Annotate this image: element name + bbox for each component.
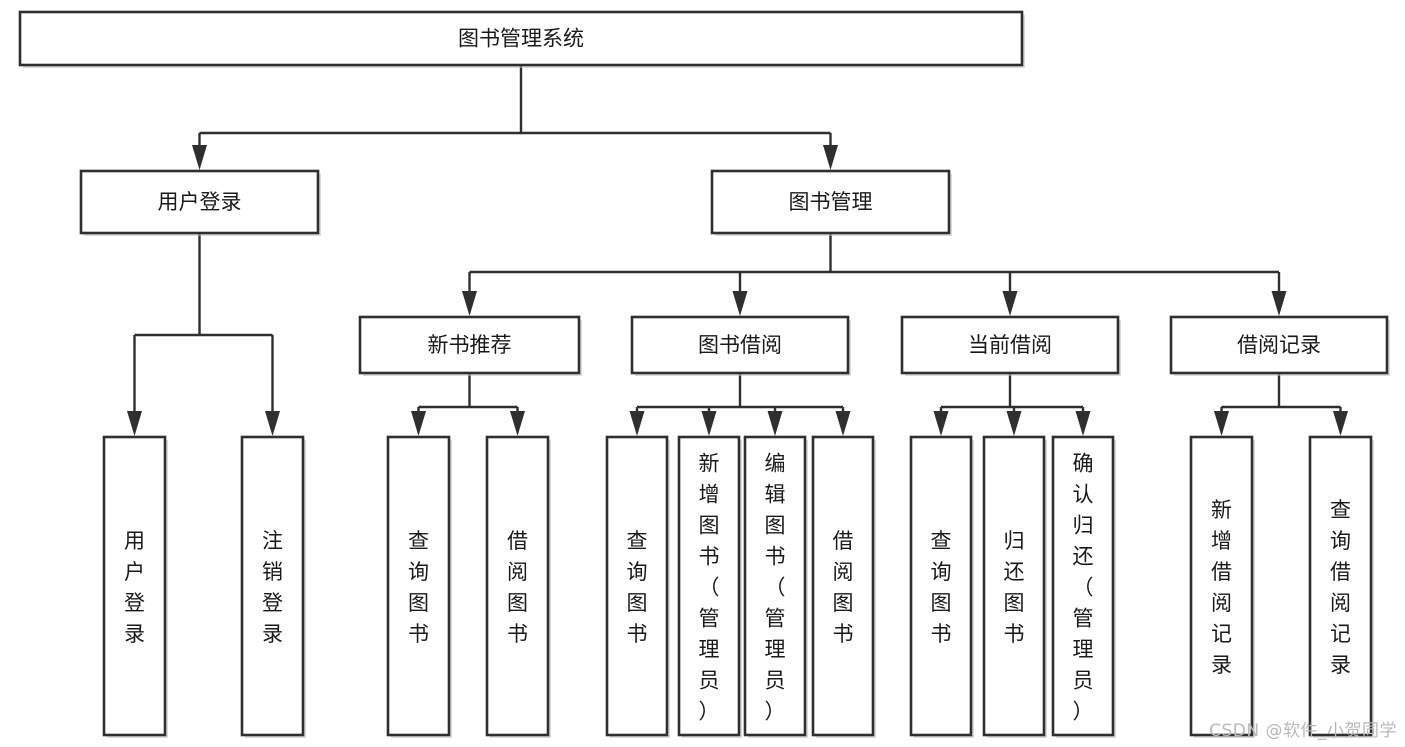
arrow-head-icon [510, 411, 525, 436]
arrow-head-icon [192, 145, 207, 170]
arrow-head-icon [1006, 411, 1022, 436]
node-box[interactable] [1189, 435, 1254, 737]
node-box[interactable] [1169, 315, 1389, 375]
node-label: 图书管理系统 [458, 27, 584, 51]
node-leaf-user-logout[interactable]: 注销登录 [240, 435, 306, 738]
node-label: 用户登录 [124, 529, 145, 646]
node-leaf-return-book[interactable]: 归还图书 [982, 435, 1047, 738]
connector-group-book-manage [462, 233, 1287, 316]
arrow-head-icon [823, 145, 838, 170]
arrow-head-icon [629, 411, 645, 436]
node-leaf-confirm-return[interactable]: 确认归还（管理员） [1051, 435, 1116, 738]
node-label: 图书管理 [789, 190, 873, 214]
node-box[interactable] [240, 435, 305, 737]
arrow-head-icon [1002, 291, 1018, 316]
node-box[interactable] [982, 435, 1046, 737]
node-leaf-user-login[interactable]: 用户登录 [102, 435, 168, 738]
arrow-head-icon [767, 411, 783, 436]
arrow-head-icon [1333, 411, 1348, 436]
arrow-head-icon [411, 411, 426, 436]
node-box[interactable] [743, 435, 807, 737]
node-label: 编辑图书（管理员） [765, 452, 786, 724]
arrow-head-icon [265, 411, 280, 436]
edge-layer [127, 65, 1348, 436]
csdn-watermark: CSDN @软件_小贺同学 [1209, 721, 1397, 741]
connector-group-new-book-rec [411, 373, 525, 436]
node-leaf-query-book-2[interactable]: 查询图书 [605, 435, 670, 738]
node-label: 查询图书 [931, 529, 952, 646]
node-label: 借阅图书 [833, 529, 854, 646]
connector-group-borrow-record [1214, 373, 1348, 436]
node-current-borrow[interactable]: 当前借阅 [900, 315, 1121, 376]
node-box[interactable] [710, 169, 951, 235]
node-box[interactable] [1051, 435, 1115, 737]
node-user-login[interactable]: 用户登录 [79, 169, 321, 236]
arrow-head-icon [127, 411, 142, 436]
node-label: 确认归还（管理员） [1073, 452, 1094, 724]
node-label: 借阅图书 [507, 529, 528, 646]
node-box[interactable] [485, 435, 550, 737]
node-box[interactable] [630, 315, 850, 375]
node-leaf-borrow-book-2[interactable]: 借阅图书 [811, 435, 876, 738]
arrow-head-icon [835, 411, 851, 436]
node-box[interactable] [677, 435, 741, 737]
connector-group-book-borrow [629, 373, 851, 436]
node-label: 查询图书 [627, 529, 648, 646]
node-box[interactable] [900, 315, 1120, 375]
node-box[interactable] [358, 315, 581, 375]
node-label: 借阅记录 [1237, 333, 1321, 357]
node-box[interactable] [811, 435, 875, 737]
node-book-borrow[interactable]: 图书借阅 [630, 315, 851, 376]
node-label: 图书借阅 [698, 333, 782, 357]
node-label: 新书推荐 [428, 333, 512, 357]
node-leaf-add-record[interactable]: 新增借阅记录 [1189, 435, 1255, 738]
node-label: 注销登录 [262, 529, 283, 646]
node-leaf-borrow-book-1[interactable]: 借阅图书 [485, 435, 551, 738]
node-leaf-query-book-1[interactable]: 查询图书 [386, 435, 452, 738]
node-label: 查询借阅记录 [1330, 498, 1351, 677]
node-box[interactable] [18, 10, 1024, 67]
node-label: 用户登录 [158, 190, 242, 214]
node-box[interactable] [386, 435, 451, 737]
node-layer: 图书管理系统用户登录图书管理新书推荐图书借阅当前借阅借阅记录用户登录注销登录查询… [18, 10, 1390, 738]
node-leaf-query-book-3[interactable]: 查询图书 [909, 435, 974, 738]
node-leaf-query-record[interactable]: 查询借阅记录 [1308, 435, 1374, 738]
connector-group-user-login [127, 233, 280, 436]
connector-group-current-borrow [933, 373, 1091, 436]
arrow-head-icon [701, 411, 717, 436]
node-borrow-record[interactable]: 借阅记录 [1169, 315, 1390, 376]
node-label: 归还图书 [1004, 529, 1025, 646]
node-leaf-add-book[interactable]: 新增图书（管理员） [677, 435, 742, 738]
node-label: 新增借阅记录 [1211, 498, 1232, 677]
arrow-head-icon [1214, 411, 1229, 436]
arrow-head-icon [933, 411, 949, 436]
node-root[interactable]: 图书管理系统 [18, 10, 1025, 68]
node-label: 当前借阅 [968, 333, 1052, 357]
node-box[interactable] [909, 435, 973, 737]
node-label: 查询图书 [408, 529, 429, 646]
node-box[interactable] [102, 435, 167, 737]
arrow-head-icon [1271, 291, 1287, 316]
arrow-head-icon [1075, 411, 1091, 436]
node-new-book-rec[interactable]: 新书推荐 [358, 315, 582, 376]
node-box[interactable] [605, 435, 669, 737]
arrow-head-icon [732, 291, 748, 316]
node-box[interactable] [79, 169, 320, 235]
arrow-head-icon [462, 291, 477, 316]
node-leaf-edit-book[interactable]: 编辑图书（管理员） [743, 435, 808, 738]
connector-group-root [192, 65, 838, 170]
node-box[interactable] [1308, 435, 1373, 737]
node-book-manage[interactable]: 图书管理 [710, 169, 952, 236]
node-label: 新增图书（管理员） [699, 452, 720, 724]
